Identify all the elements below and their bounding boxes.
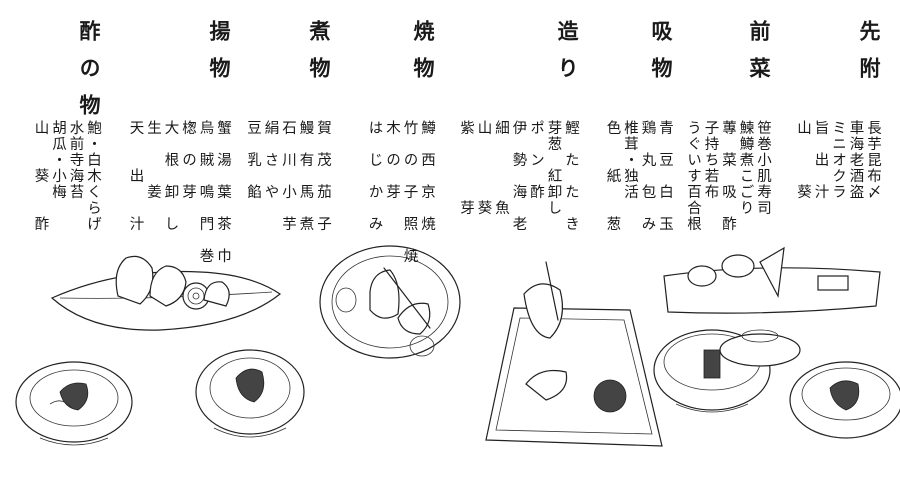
course-title: 吸物 — [649, 20, 674, 94]
agemono-leaf-platter-illustration — [50, 255, 282, 331]
dish-item: 鮑・白木くらげ — [85, 120, 101, 232]
dish-list: 鱒 西 京 焼 竹 の 子 照 焼 木 の 芽 は じ か み — [364, 120, 436, 264]
dish-item: 蟹 湯 葉 茶 巾 — [215, 120, 231, 264]
course-tsukuri: 造り 鰹 た た き 芽葱 紅卸し ポ ン 酢 伊 勢 海 老 細 魚 山 葵 … — [458, 0, 580, 232]
dish-item: 竹 の 子 照 焼 — [401, 120, 418, 264]
course-title: 揚物 — [207, 20, 232, 94]
course-title: 酢の物 — [77, 20, 102, 131]
dish-item: 紫 芽 — [458, 120, 474, 216]
dish-item: 鰹 た た き — [563, 120, 579, 232]
tsukuri-square-plate-illustration — [485, 261, 663, 447]
dish-item: 賀 茂 茄 子 — [315, 120, 331, 232]
dish-item: 天 出 汁 — [127, 120, 144, 232]
dish-item: 山 葵 酢 — [32, 120, 49, 232]
dish-item: 鰊鱒煮こごり — [737, 120, 754, 216]
dish-item: 大 根 卸 し — [162, 120, 179, 232]
dish-item: 旨 出 汁 — [812, 120, 829, 200]
course-title: 煮物 — [307, 20, 332, 94]
dish-item: 伊 勢 海 老 — [510, 120, 527, 232]
course-title: 先附 — [857, 20, 882, 94]
dish-item: 長芋昆布〆 — [865, 120, 881, 200]
sakizuke-small-bowl-illustration — [789, 361, 900, 439]
dish-list: 蟹 湯 葉 茶 巾 烏 賊 鳴 門 巻 楤 の 芽 大 根 卸 し 生 姜 天 … — [125, 120, 232, 264]
dish-list: 鰹 た た き 芽葱 紅卸し ポ ン 酢 伊 勢 海 老 細 魚 山 葵 紫 芽 — [456, 120, 579, 250]
dish-item: ポ ン 酢 — [528, 120, 544, 200]
dish-item: 子持ち若布 — [702, 120, 719, 200]
dish-item: 胡瓜・小梅 — [50, 120, 66, 200]
dish-item: 山 葵 — [795, 120, 811, 200]
dish-item: は じ か み — [366, 120, 383, 232]
dish-item: 水前寺海苔 — [67, 120, 84, 200]
dish-item: 生 姜 — [145, 120, 161, 200]
course-title: 造り — [555, 20, 580, 94]
dish-item: 山 葵 — [475, 120, 492, 216]
dish-item: 烏 賊 鳴 門 巻 — [197, 120, 214, 264]
sunomono-bowl-illustration — [15, 361, 133, 446]
dish-item: 芽葱 紅卸し — [545, 120, 562, 216]
course-nimono: 煮物 賀 茂 茄 子 鰻 有 馬 煮 石 川 小 芋 絹 さ や 豆 乳 餡 — [245, 0, 332, 232]
dish-item: 木 の 芽 — [384, 120, 400, 200]
dish-item: 絹 さ や — [262, 120, 279, 200]
dish-item: 椎茸・独活 — [622, 120, 638, 200]
course-sakizuke: 先附 長芋昆布〆 車海老酒盗 ミニオクラ 旨 出 汁 山 葵 — [790, 0, 882, 200]
dish-item: 細 魚 — [493, 120, 509, 216]
course-sunomono: 酢の物 鮑・白木くらげ 水前寺海苔 胡瓜・小梅 山 葵 酢 — [30, 0, 103, 232]
dish-item: 笹巻小肌寿司 — [755, 120, 771, 216]
course-zensai: 前菜 笹巻小肌寿司 鰊鱒煮こごり 蓴 菜 吸 酢 子持ち若布 うぐいす百合根 — [680, 0, 772, 232]
dish-item: 鱒 西 京 焼 — [419, 120, 435, 232]
dish-item: 色 紙 葱 — [604, 120, 621, 232]
zensai-long-plate-illustration — [663, 246, 881, 314]
course-title: 焼物 — [411, 20, 436, 94]
course-yakimono: 焼物 鱒 西 京 焼 竹 の 子 照 焼 木 の 芽 は じ か み — [364, 0, 437, 264]
dish-list: 鮑・白木くらげ 水前寺海苔 胡瓜・小梅 山 葵 酢 — [30, 120, 102, 250]
dish-list: 長芋昆布〆 車海老酒盗 ミニオクラ 旨 出 汁 山 葵 — [793, 120, 881, 250]
dish-item: 蓴 菜 吸 酢 — [720, 120, 736, 232]
dish-list: 笹巻小肌寿司 鰊鱒煮こごり 蓴 菜 吸 酢 子持ち若布 うぐいす百合根 — [683, 120, 771, 250]
suimono-lidded-bowl-illustration — [653, 329, 801, 413]
course-suimono: 吸物 青 豆 白 玉 鶏 丸 包 み 椎茸・独活 色 紙 葱 — [582, 0, 675, 232]
dish-item: ミニオクラ — [830, 120, 846, 200]
yakimono-plate-illustration — [319, 245, 461, 359]
dish-item: うぐいす百合根 — [685, 120, 701, 232]
course-title: 前菜 — [747, 20, 772, 94]
dish-item: 豆 乳 餡 — [245, 120, 261, 200]
course-agemono: 揚物 蟹 湯 葉 茶 巾 烏 賊 鳴 門 巻 楤 の 芽 大 根 卸 し 生 姜… — [120, 0, 233, 264]
dish-item: 青 豆 白 玉 — [657, 120, 673, 232]
dish-item: 鰻 有 馬 煮 — [297, 120, 314, 232]
dish-list: 賀 茂 茄 子 鰻 有 馬 煮 石 川 小 芋 絹 さ や 豆 乳 餡 — [243, 120, 331, 250]
dish-list: 青 豆 白 玉 鶏 丸 包 み 椎茸・独活 色 紙 葱 — [602, 120, 674, 250]
dish-item: 楤 の 芽 — [180, 120, 196, 200]
dish-item: 車海老酒盗 — [847, 120, 864, 200]
dish-item: 石 川 小 芋 — [280, 120, 296, 232]
nimono-bowl-illustration — [195, 349, 305, 438]
dish-item: 鶏 丸 包 み — [639, 120, 656, 232]
